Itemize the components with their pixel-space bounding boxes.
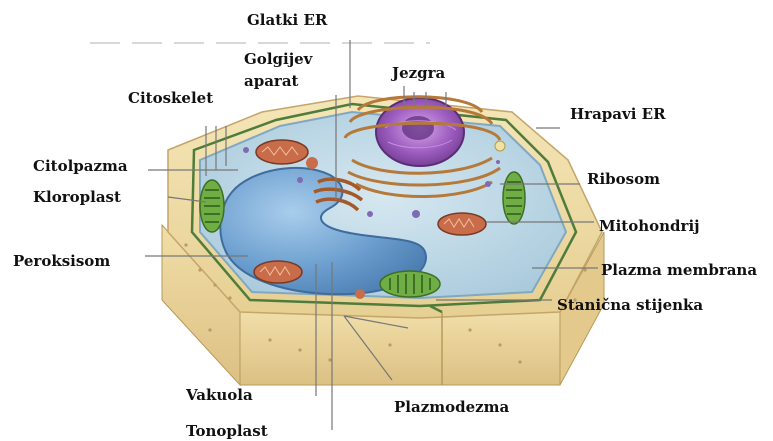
label-plazmodezma: Plazmodezma	[394, 398, 509, 416]
label-tonoplast: Tonoplast	[186, 422, 268, 440]
label-kloroplast: Kloroplast	[33, 188, 121, 206]
label-glatki-er: Glatki ER	[247, 11, 327, 29]
label-peroksisom: Peroksisom	[13, 252, 110, 270]
label-plazma-membrana: Plazma membrana	[601, 261, 757, 279]
label-ribosom: Ribosom	[587, 170, 660, 188]
label-citoskelet: Citoskelet	[128, 89, 213, 107]
label-vakuola: Vakuola	[186, 386, 253, 404]
label-golgijev-line1: Golgijev	[244, 48, 312, 70]
label-mitohondrij: Mitohondrij	[599, 217, 700, 235]
label-jezgra: Jezgra	[392, 64, 445, 82]
label-citoplazma: Citolpazma	[33, 157, 128, 175]
label-stanicna-stijenka: Stanična stijenka	[557, 296, 703, 314]
label-golgijev-aparat: Golgijev aparat	[244, 48, 312, 92]
label-hrapavi-er: Hrapavi ER	[570, 105, 666, 123]
label-golgijev-line2: aparat	[244, 70, 312, 92]
